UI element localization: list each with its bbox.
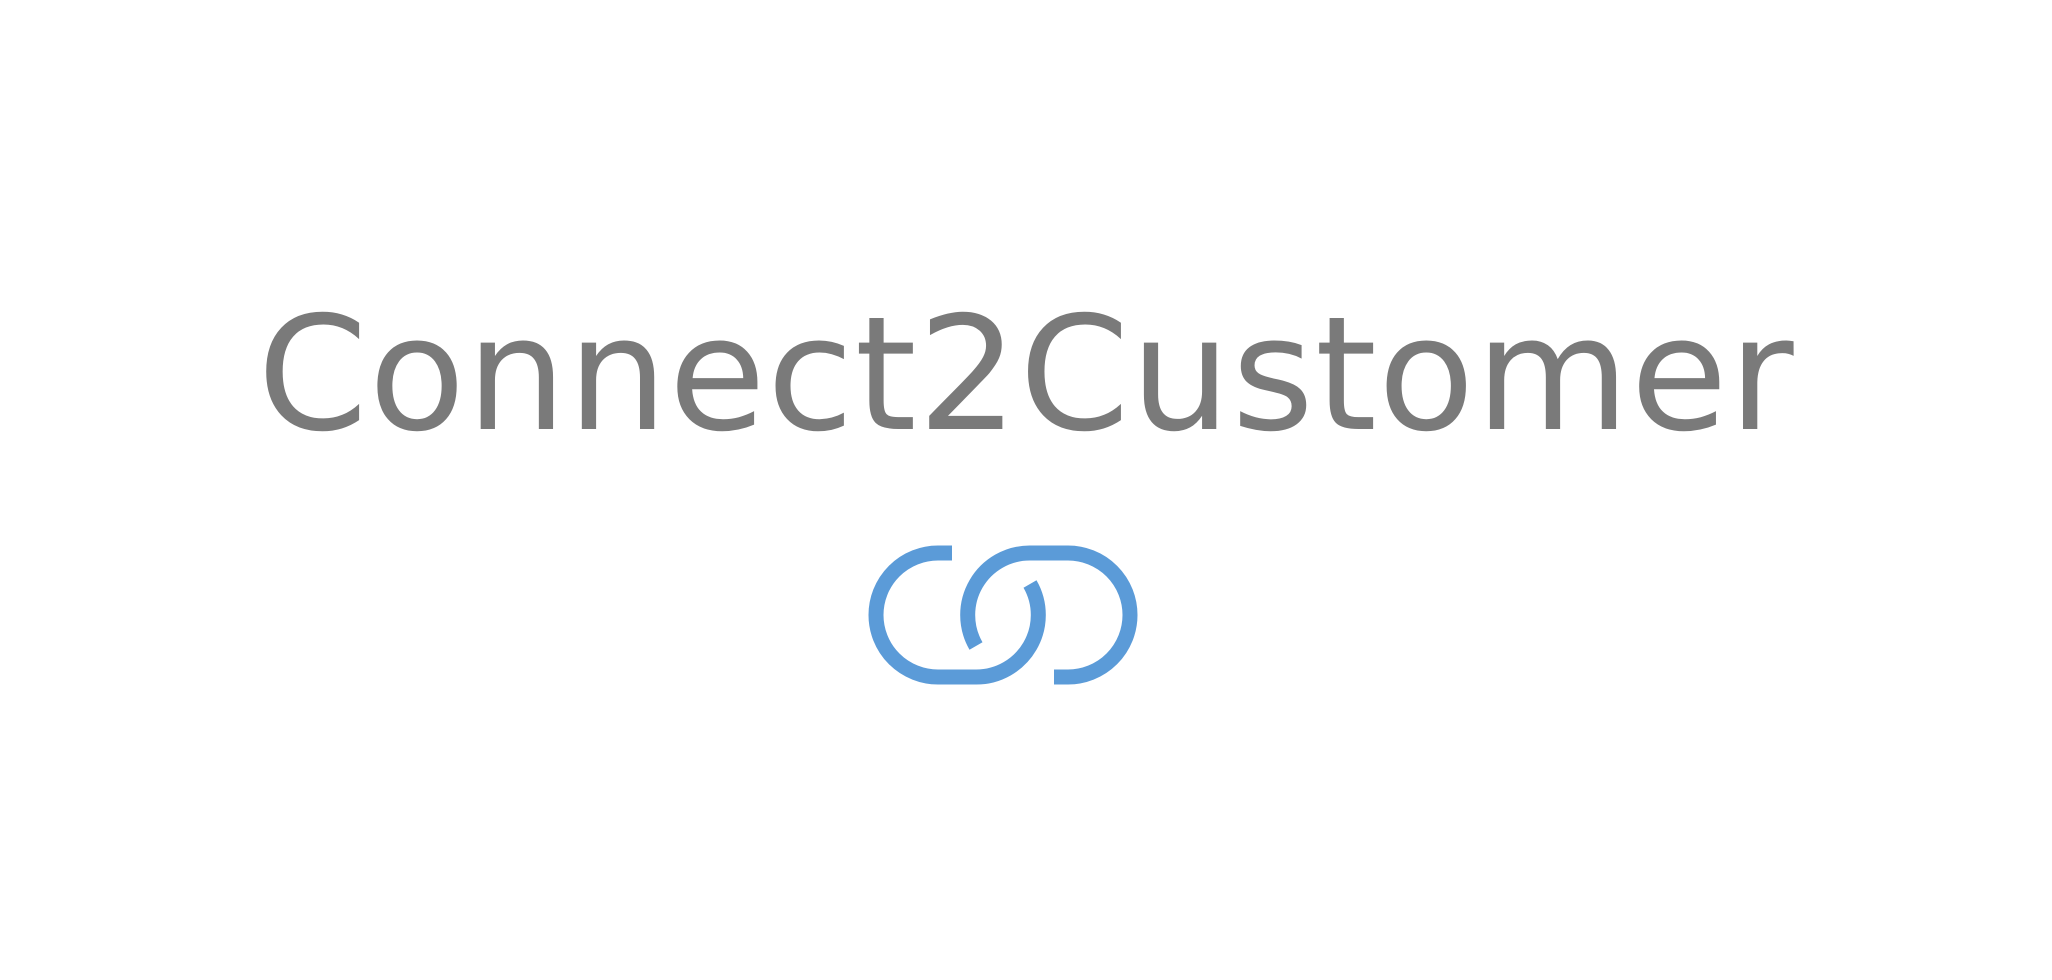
chain-link-icon	[868, 545, 1138, 685]
brand-wordmark: Connect2Customer	[257, 283, 1795, 467]
